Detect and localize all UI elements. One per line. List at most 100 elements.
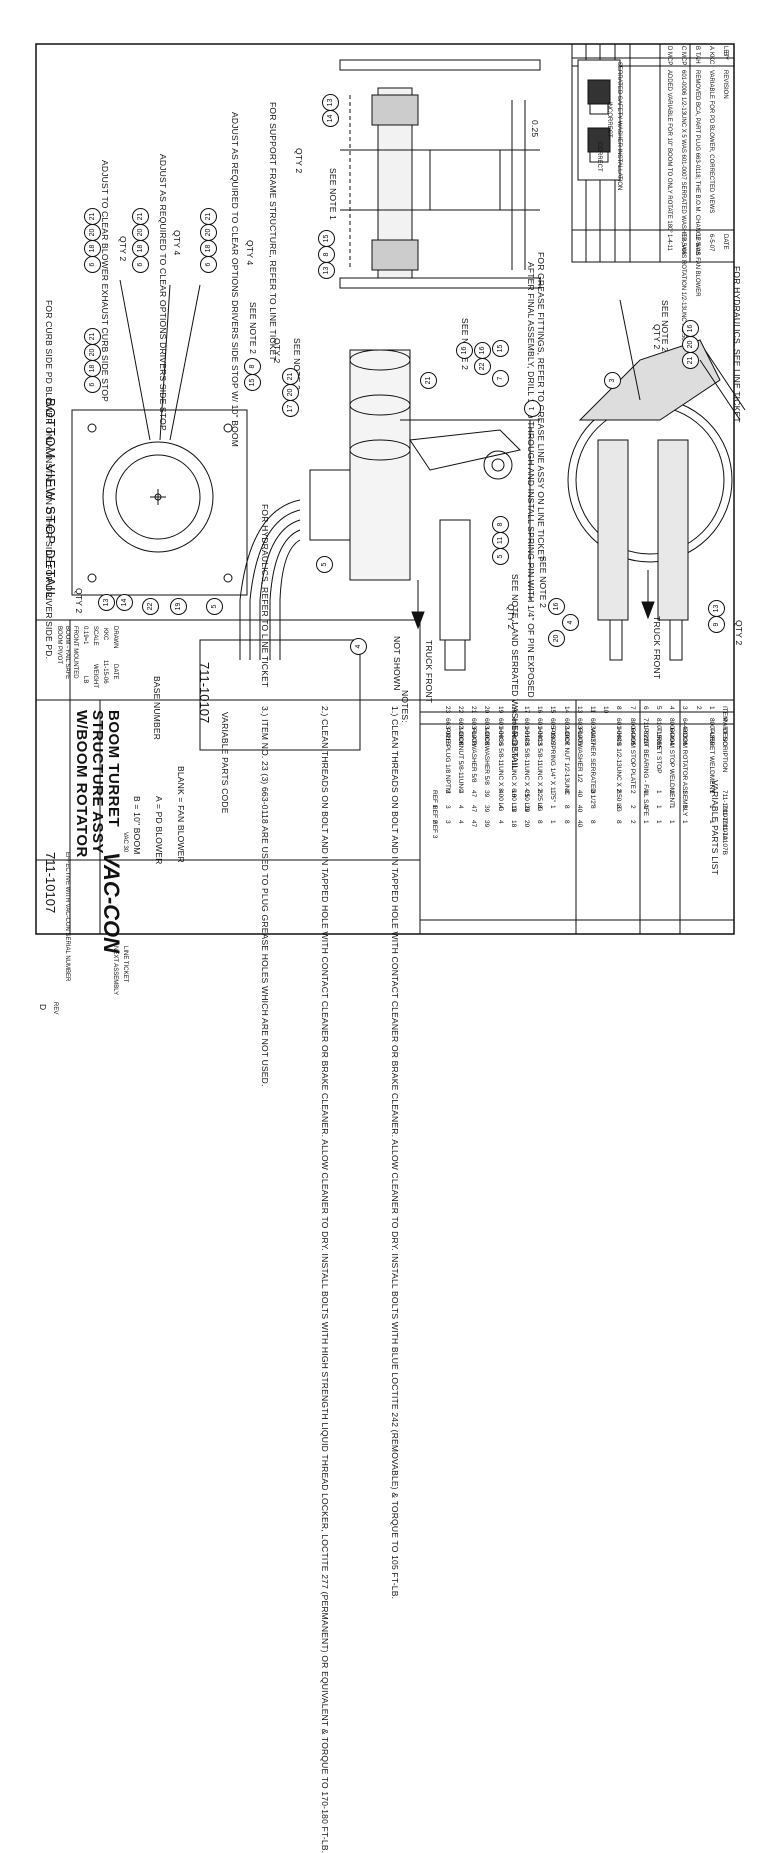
parts-list-cell: 1 — [655, 805, 662, 809]
tb-line-ticket: LINE TICKET — [122, 946, 128, 983]
parts-list-cell: 1 — [681, 790, 689, 794]
parts-list-cell: 8 — [589, 820, 596, 824]
revision-cell: C — [680, 46, 686, 51]
parts-list-cell: 8 — [615, 820, 623, 824]
parts-list-header-cell: DESCRIPTION — [721, 728, 728, 773]
qty-2-f: QTY 2 — [74, 588, 84, 614]
arrows — [411, 570, 655, 630]
parts-list-cell: 4 — [457, 790, 464, 794]
balloon-14b: 14 — [116, 594, 133, 611]
balloon-20e: 20 — [84, 224, 101, 241]
tb-rev-label: REV — [52, 1002, 58, 1015]
parts-list-cell: 1 — [655, 790, 662, 794]
parts-list-cell: 1 — [549, 805, 557, 809]
tb-mount-3: BOOM PIVOT — [56, 626, 62, 665]
drawing-sheet: FOR GREASE FITTINGS, REFER TO GREASE LIN… — [35, 43, 746, 1853]
parts-list-cell: 8 — [589, 790, 596, 794]
parts-list-cell: 3 — [443, 820, 451, 824]
balloon-16d: 16 — [548, 598, 565, 615]
notes-heading: NOTES: — [400, 690, 410, 723]
tb-title-1: BOOM TURRET — [105, 710, 122, 828]
dim-0-25: 0.25 — [530, 120, 540, 138]
parts-list-cell: 1 — [668, 805, 676, 809]
parts-list-cell: 1 — [681, 805, 689, 809]
tb-vac30: VAC 30 — [122, 832, 128, 853]
parts-list-cell: FLATWASHER 5/8 — [470, 728, 478, 783]
parts-list-cell: 1 — [549, 820, 557, 824]
revision-cell: 6-5-07 — [708, 234, 714, 252]
parts-list-cell: 13 — [575, 706, 583, 714]
qty-4-a: QTY 4 — [172, 230, 182, 256]
parts-list-cell: 23 — [443, 706, 451, 714]
balloon-21: 21 — [682, 352, 699, 369]
tb-date: 11-15-06 — [102, 660, 108, 684]
center-assembly-view — [239, 349, 540, 671]
parts-list-cell: 4 — [668, 706, 676, 710]
parts-list-cell: 11 — [589, 706, 596, 713]
balloon-4b: 4 — [350, 638, 367, 655]
balloon-22b: 22 — [142, 598, 159, 615]
tb-drawing-no: 711-10107 — [43, 852, 58, 914]
balloon-21f: 21 — [84, 328, 101, 345]
parts-list-cell: 16 — [536, 706, 544, 714]
parts-list-cell: 8 — [536, 820, 544, 824]
balloon-21g: 21 — [282, 368, 299, 385]
tb-weight: LB — [82, 676, 88, 684]
support-frame-note: FOR SUPPORT FRAME STRUCTURE, REFER TO LI… — [268, 102, 278, 361]
revision-cell: 1-4-11 — [666, 234, 672, 251]
note-3: 3.) ITEM NO. 23 (3) 663-0118 ARE USED TO… — [260, 706, 270, 1087]
balloon-6c: 6 — [84, 256, 101, 273]
revision-cell: KKC — [708, 52, 714, 65]
revision-cell: TAH — [694, 52, 700, 64]
parts-list-cell: 21 — [523, 790, 530, 798]
parts-list-cell: 1 — [707, 820, 715, 824]
parts-list-cell: 1 — [707, 805, 715, 809]
balloon-14: 14 — [322, 110, 339, 127]
parts-list-cell: 3 — [443, 790, 451, 794]
parts-list-cell: WASHER SERRATED 1/2" — [589, 728, 596, 807]
balloon-18c: 18 — [84, 240, 101, 257]
variable-code-heading: VARIABLE PARTS CODE — [220, 712, 230, 814]
truck-front-b: TRUCK FRONT — [652, 616, 662, 680]
parts-list-cell: HHCS 5/8-11UNC X 2.25 LG — [536, 728, 544, 812]
revision-cell: MCP — [666, 52, 672, 66]
balloon-18a: 18 — [200, 240, 217, 257]
parts-list-cell: 20 — [483, 706, 491, 714]
washer-label: INCORRECT — [606, 102, 612, 138]
parts-list-cell: 1 — [707, 706, 715, 710]
balloon-20f: 20 — [84, 344, 101, 361]
tb-mount-1: FRONT MOUNTED — [72, 626, 78, 679]
tb-drawn: KKC — [102, 628, 108, 641]
parts-list-cell: PIVOT BEARING - FAIL SAFE — [641, 728, 649, 817]
parts-list-cell: 1 — [641, 790, 649, 794]
balloon-9: 9 — [708, 616, 725, 633]
balloon-6b: 6 — [132, 256, 149, 273]
washer-label: SERRATED SAFETY WASHER INSTALLATION — [616, 62, 622, 191]
variable-code-number: 711-10107 — [197, 662, 212, 724]
tb-weight-label: WEIGHT — [92, 664, 98, 688]
see-note-2-c: SEE NOTE 2 — [248, 302, 258, 355]
parts-list-cell: 8 — [589, 805, 596, 809]
tb-mount-2: BOOM - FAIL SAFE — [64, 626, 70, 680]
parts-list-cell: 8 — [615, 706, 623, 710]
parts-list-cell: 2 — [628, 805, 636, 809]
parts-list-cell: 1 — [668, 820, 676, 824]
parts-list-cell: 6 — [641, 706, 649, 710]
parts-list-cell: 8 — [562, 820, 570, 824]
balloon-16c: 16 — [474, 342, 491, 359]
parts-list-cell: HHCS 5/8-11UNC X 6.00 LG — [509, 728, 517, 812]
not-shown: NOT SHOWN — [392, 636, 402, 691]
balloon-8a: 8 — [492, 516, 509, 533]
drawing-linework — [35, 43, 746, 935]
variable-code-b: B = 10" BOOM — [132, 796, 142, 855]
balloon-13c: 13 — [708, 600, 725, 617]
qty-2-d: QTY 2 — [506, 604, 516, 630]
balloon-20b: 20 — [548, 630, 565, 647]
hydraulics-mid-note: FOR HYDRAULICS, REFER TO LINE TICKET — [260, 504, 270, 688]
parts-list-cell: 40 — [575, 790, 583, 798]
variable-code-base: BASE NUMBER — [152, 676, 162, 741]
variable-code-a: A = PD BLOWER — [154, 796, 164, 865]
parts-list-cell: 1 — [681, 820, 689, 824]
tb-effective: EFFECTIVE WITH VAC-CON SERIAL NUMBER — [64, 852, 70, 982]
balloon-6d: 6 — [84, 376, 101, 393]
